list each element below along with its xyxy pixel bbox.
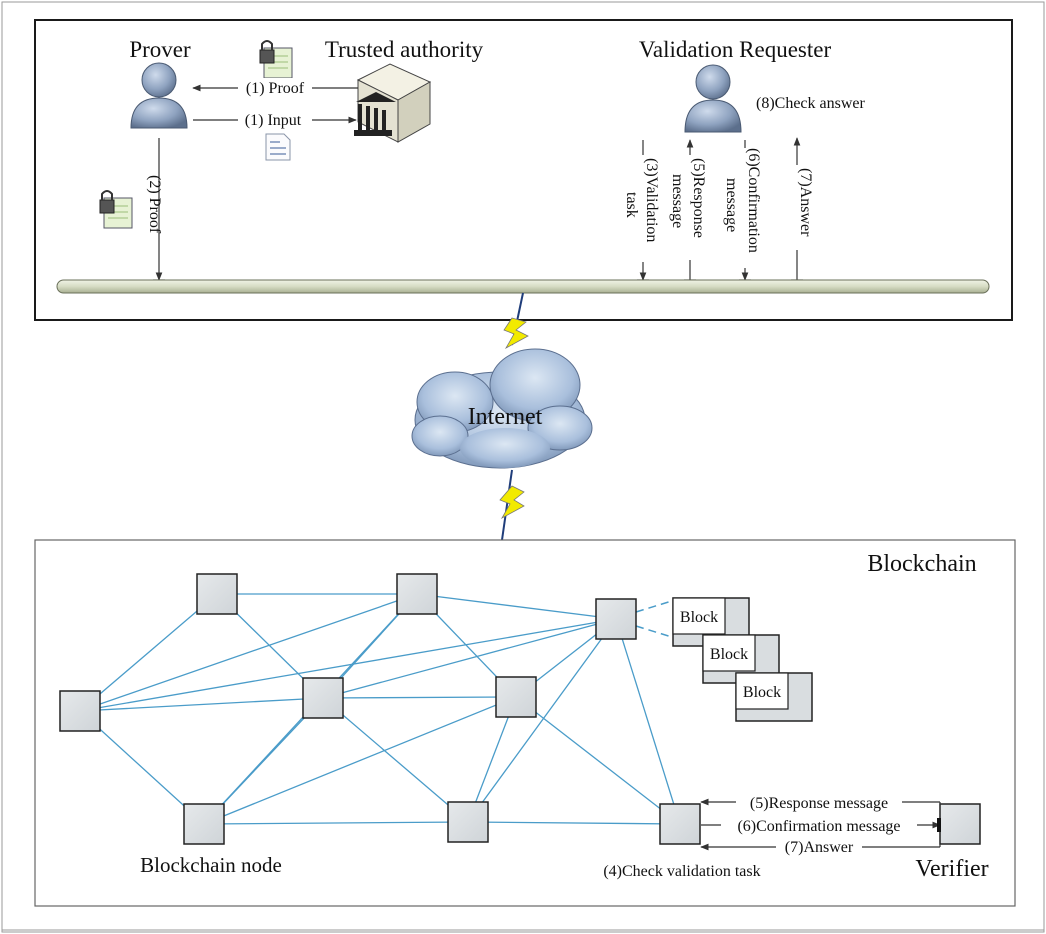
arrow-3-label-line1: (3)Validation xyxy=(643,158,660,242)
arrow-6-label-line2: message xyxy=(723,178,740,232)
arrow-1-input-label: (1) Input xyxy=(245,112,302,129)
blockchain-title: Blockchain xyxy=(867,551,976,577)
arrow-6-label-line1: (6)Confirmation xyxy=(745,148,762,253)
blockchain-panel xyxy=(34,539,1016,907)
verifier-label: Verifier xyxy=(915,856,988,882)
blockchain-node xyxy=(59,690,101,732)
blockchain-node xyxy=(659,803,701,845)
blockchain-node xyxy=(495,676,537,718)
blockchain-node xyxy=(396,573,438,615)
lightning-icon-bottom xyxy=(499,485,525,520)
internet-link-bottom xyxy=(501,469,513,541)
arrow-5-label-line2: message xyxy=(669,174,686,228)
internet-cloud-icon xyxy=(411,348,593,469)
block-label-3: Block xyxy=(743,684,781,701)
blockchain-nodes xyxy=(59,573,701,845)
arrow-3-label-line2: task xyxy=(623,192,640,218)
arrow-7-label: (7)Answer xyxy=(797,168,814,237)
locked-proof-icon-2 xyxy=(99,190,133,229)
input-document-icon xyxy=(265,133,291,161)
prover-label: Prover xyxy=(129,37,191,62)
prover-person-icon xyxy=(130,62,188,129)
network-bus xyxy=(56,279,990,294)
block-label-1: Block xyxy=(680,609,718,626)
confirmation-message-label: (6)Confirmation message xyxy=(737,818,900,835)
check-answer-label: (8)Check answer xyxy=(756,95,866,112)
block-link-dashed-1 xyxy=(635,599,676,613)
blockchain-node xyxy=(302,677,344,719)
block-stack xyxy=(672,597,813,722)
block-label-2: Block xyxy=(710,646,748,663)
trusted-authority-server-icon xyxy=(354,63,432,143)
blockchain-node xyxy=(196,573,238,615)
check-validation-task-label: (4)Check validation task xyxy=(603,863,760,880)
block-link-dashed-2 xyxy=(635,625,676,639)
lightning-icon-top xyxy=(503,317,529,350)
blockchain-node xyxy=(447,801,489,843)
validation-requester-label: Validation Requester xyxy=(639,37,832,62)
blockchain-network-edges xyxy=(79,593,681,825)
trusted-authority-label: Trusted authority xyxy=(325,37,484,62)
validation-requester-person-icon xyxy=(684,64,742,133)
blockchain-node-label: Blockchain node xyxy=(140,853,282,877)
response-message-label: (5)Response message xyxy=(750,795,888,812)
internet-label: Internet xyxy=(468,404,543,430)
arrow-1-proof-label: (1) Proof xyxy=(246,80,305,97)
verifier-node xyxy=(939,803,981,845)
answer-label: (7)Answer xyxy=(785,839,854,856)
top-panel xyxy=(34,19,1013,321)
arrow-2-proof-label: (2) Proof xyxy=(146,175,163,234)
blockchain-node xyxy=(183,803,225,845)
arrow-5-label-line1: (5)Response xyxy=(690,158,707,238)
blockchain-node xyxy=(595,598,637,640)
